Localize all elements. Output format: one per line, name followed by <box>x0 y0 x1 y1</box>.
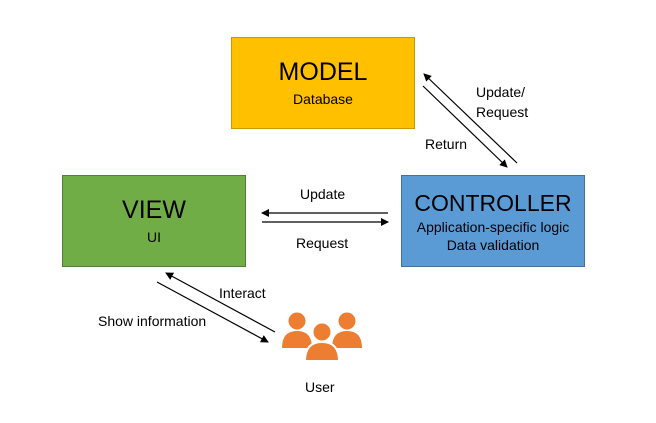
arrow-model-to-controller <box>422 85 508 168</box>
controller-line2: Data validation <box>446 236 540 253</box>
arrow-controller-to-model <box>423 73 518 164</box>
controller-title: CONTROLLER <box>414 189 572 216</box>
arrow-view-to-user <box>156 281 269 343</box>
label-interact: Interact <box>219 285 266 301</box>
view-box: VIEW UI <box>62 175 246 267</box>
label-request-model: Request <box>476 104 529 120</box>
users-icon <box>282 312 362 362</box>
view-title: VIEW <box>122 196 186 224</box>
label-return: Return <box>425 136 468 152</box>
label-show-information: Show information <box>98 313 207 329</box>
controller-line1: Application-specific logic <box>416 218 570 235</box>
model-title: MODEL <box>278 58 368 86</box>
label-request-controller: Request <box>296 235 349 251</box>
label-update-view: Update <box>300 186 346 202</box>
user-label: User <box>305 379 335 395</box>
controller-box: CONTROLLER Application-specific logic Da… <box>401 175 585 267</box>
model-box: MODEL Database <box>231 37 415 129</box>
label-update: Update/ <box>476 84 526 100</box>
view-subtitle: UI <box>147 229 161 245</box>
model-subtitle: Database <box>293 91 353 107</box>
arrow-user-to-view <box>165 272 276 333</box>
